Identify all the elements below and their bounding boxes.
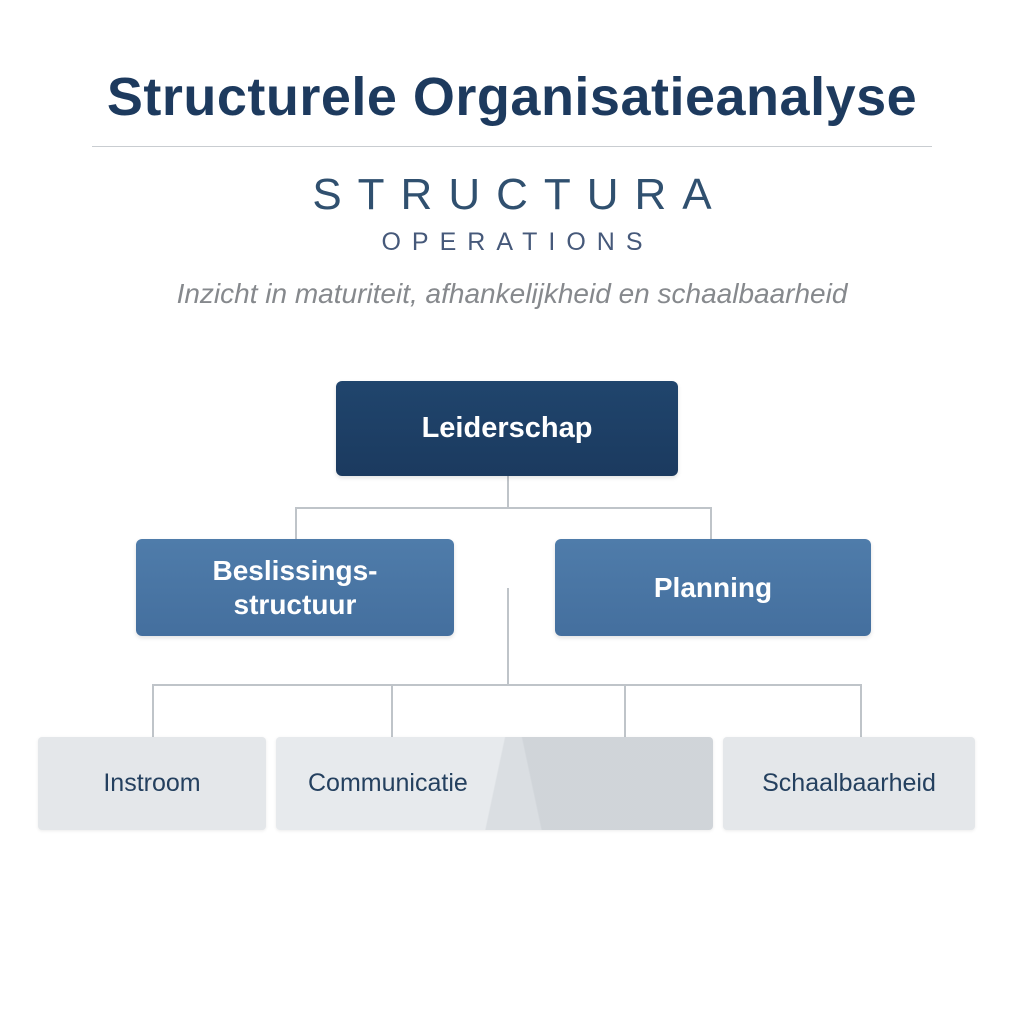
- org-node-beslissingsstructuur: Beslissings- structuur: [136, 539, 454, 636]
- page-title: Structurele Organisatieanalyse: [106, 67, 918, 127]
- org-node-communicatie: Communicatie: [276, 737, 713, 830]
- connector-level3-drop-3: [624, 684, 626, 737]
- connector-level3-drop-4: [860, 684, 862, 737]
- brand-name: STRUCTURA: [312, 170, 728, 219]
- org-node-planning: Planning: [555, 539, 871, 636]
- org-node-label: Leiderschap: [421, 412, 593, 444]
- page-subtitle: Inzicht in maturiteit, afhankelijkheid e…: [176, 278, 848, 309]
- connector-level3-drop-1: [152, 684, 154, 737]
- org-node-schaalbaarheid: Schaalbaarheid: [723, 737, 975, 830]
- connector-level2-crossbar: [295, 507, 712, 509]
- org-node-label: Schaalbaarheid: [762, 769, 936, 797]
- org-node-label: Communicatie: [308, 769, 468, 797]
- connector-root-stem: [507, 476, 509, 508]
- org-node-leiderschap: Leiderschap: [336, 381, 678, 476]
- org-node-label: Instroom: [103, 769, 201, 797]
- connector-level3-crossbar: [152, 684, 862, 686]
- connector-center-stem: [507, 588, 509, 686]
- brand-tagline: OPERATIONS: [381, 228, 654, 256]
- title-divider: [92, 146, 932, 147]
- org-node-instroom: Instroom: [38, 737, 266, 830]
- connector-level2-left-drop: [295, 507, 297, 540]
- org-node-label: Beslissings- structuur: [212, 554, 378, 620]
- connector-level3-drop-2: [391, 684, 393, 737]
- connector-level2-right-drop: [710, 507, 712, 540]
- org-node-label: Planning: [653, 571, 773, 603]
